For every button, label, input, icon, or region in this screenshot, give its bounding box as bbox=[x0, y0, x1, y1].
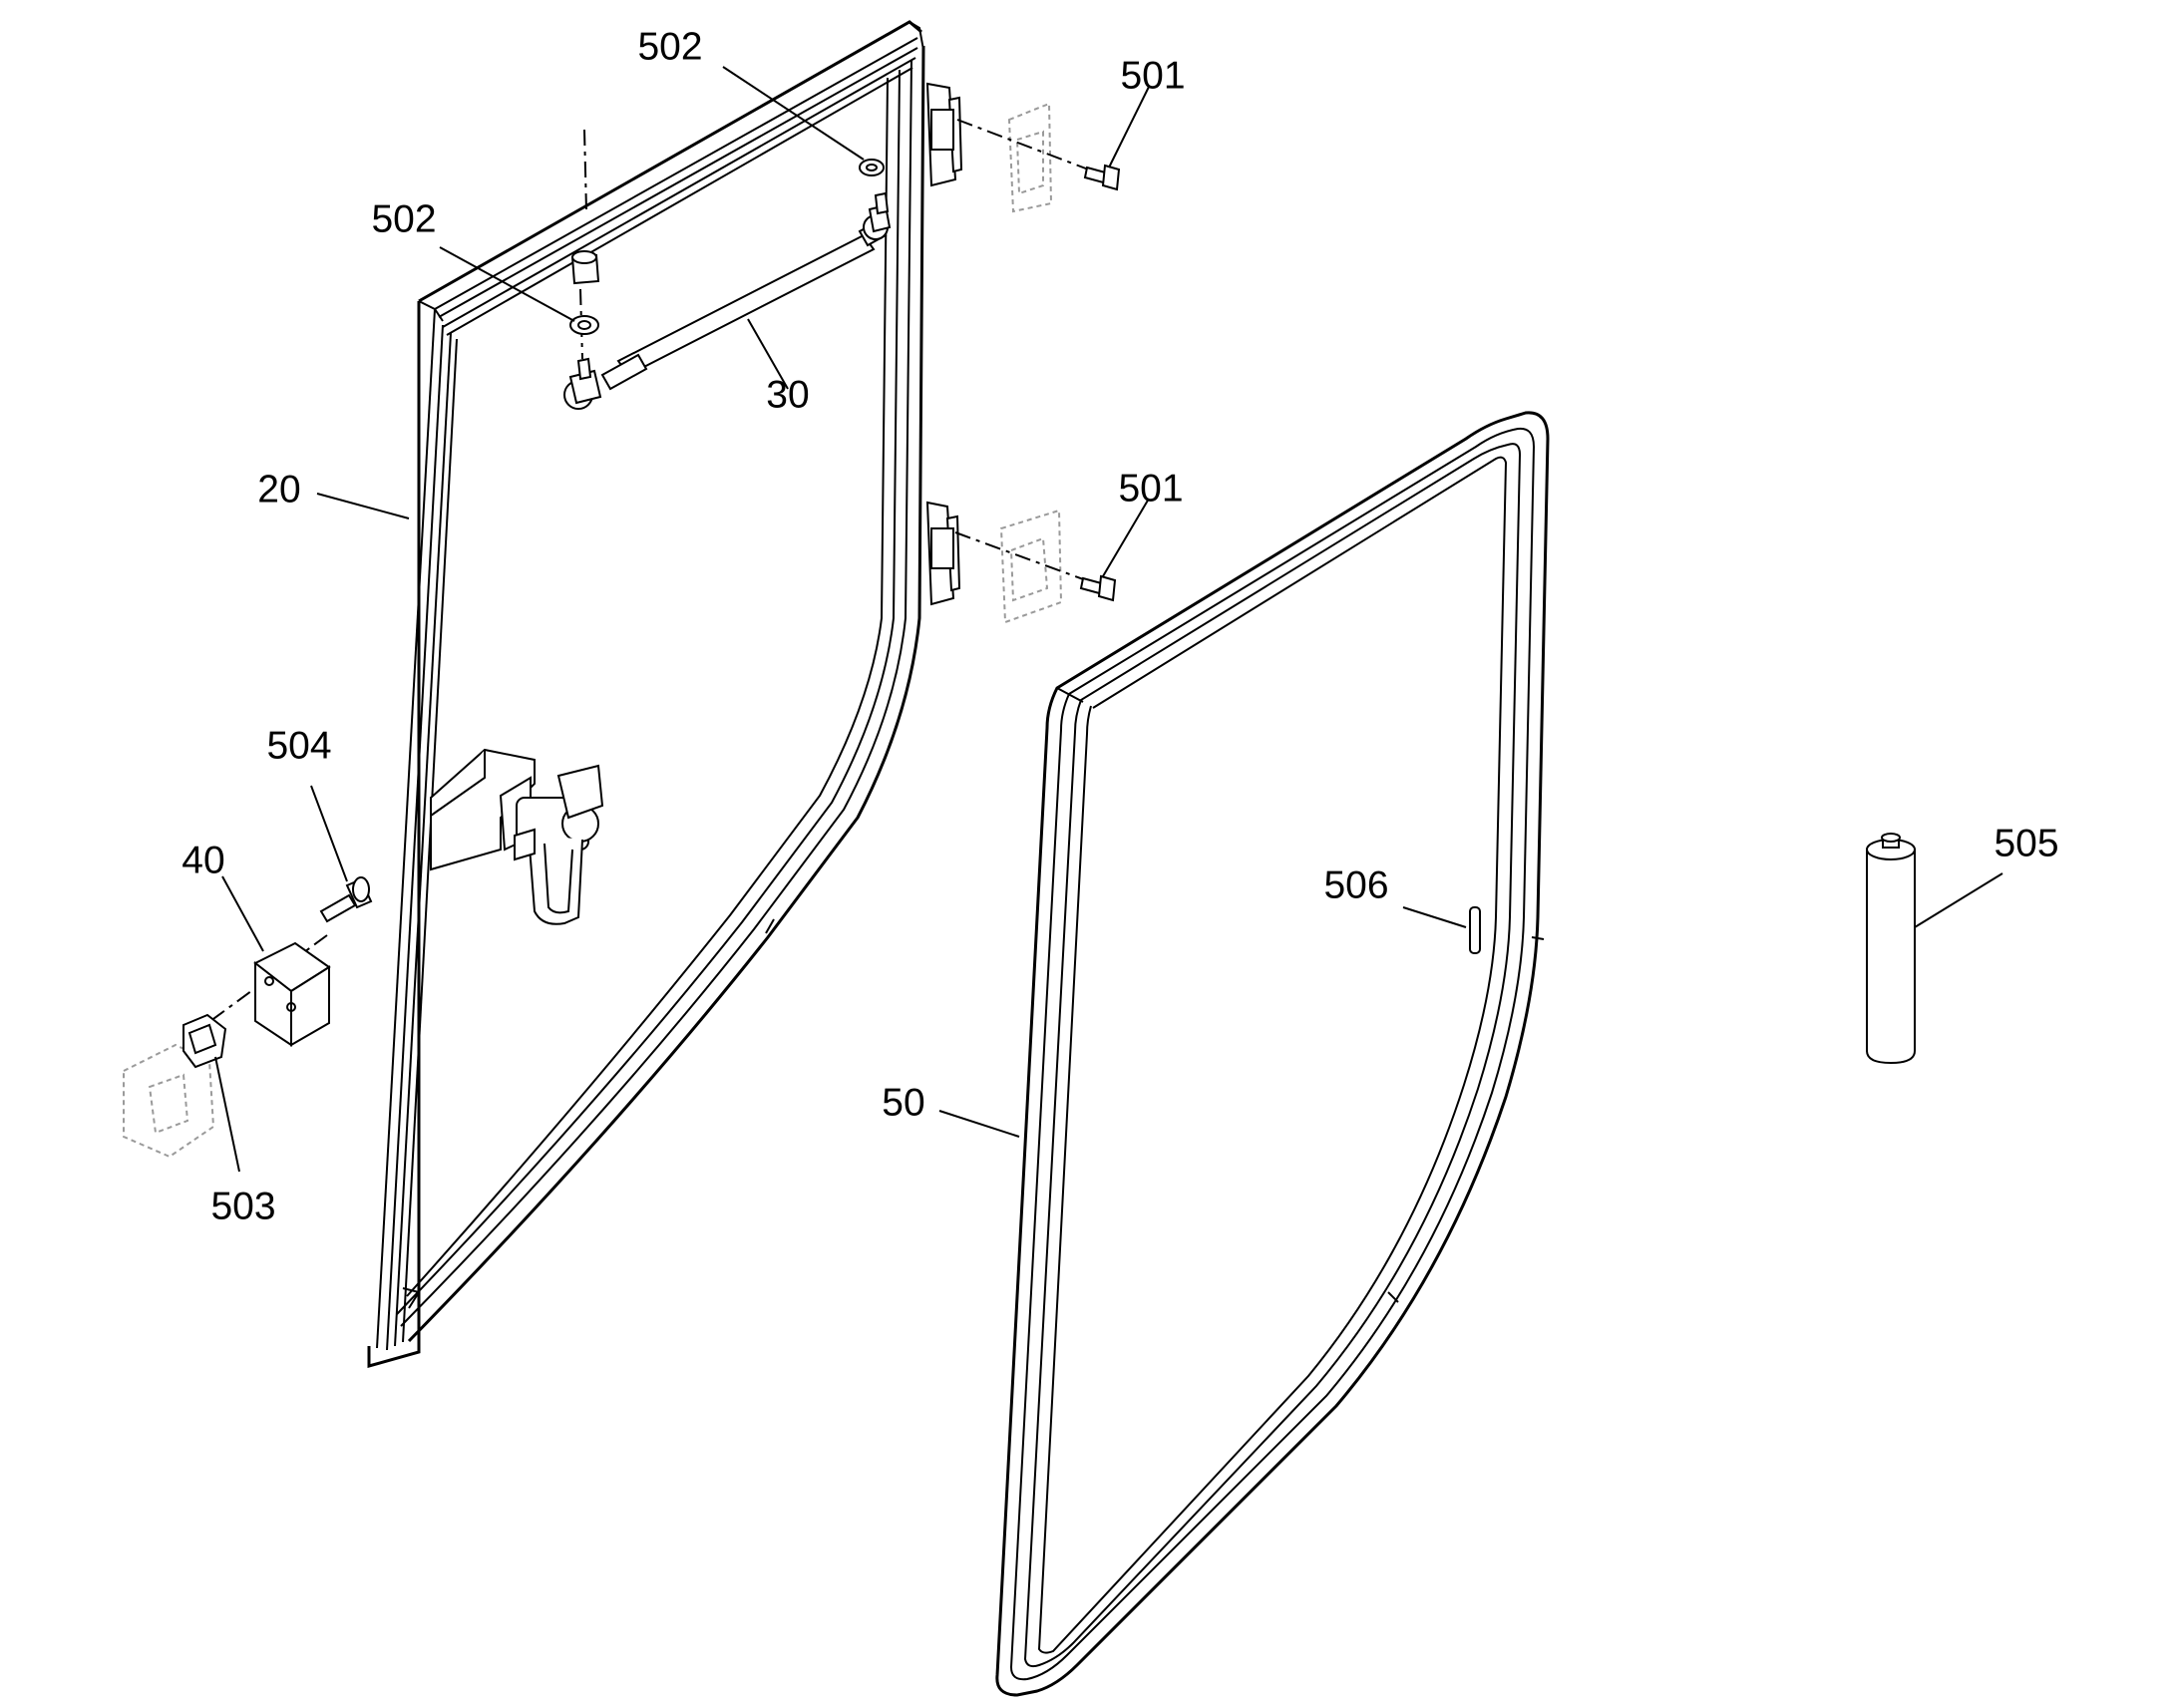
label-part-501-upper: 501 bbox=[1120, 54, 1185, 97]
hinge-upper bbox=[925, 82, 963, 187]
latch-block-part-40 bbox=[253, 941, 331, 1047]
door-frame-part-20 bbox=[367, 20, 925, 1368]
screw-part-504 bbox=[319, 876, 373, 923]
gas-strut-part-30 bbox=[563, 191, 892, 410]
label-part-20: 20 bbox=[257, 468, 300, 511]
bolt-501-lower bbox=[1079, 574, 1117, 602]
washer-502-lower bbox=[569, 315, 599, 335]
ghost-bracket-left bbox=[123, 1043, 215, 1159]
label-part-502-upper: 502 bbox=[637, 25, 702, 68]
label-part-501-lower: 501 bbox=[1118, 467, 1183, 510]
pin-part-506 bbox=[1469, 906, 1481, 954]
hinge-lower bbox=[925, 501, 961, 606]
label-part-30: 30 bbox=[766, 373, 809, 416]
ghost-bracket-upper bbox=[1007, 102, 1053, 213]
cylinder-part-505 bbox=[1866, 833, 1916, 1065]
ghost-bracket-lower bbox=[999, 509, 1063, 624]
latch-mechanism bbox=[430, 748, 604, 925]
leader-lines bbox=[214, 66, 2003, 1173]
label-part-40: 40 bbox=[182, 839, 224, 881]
strut-cap bbox=[570, 250, 600, 285]
window-seal-part-50 bbox=[995, 411, 1550, 1697]
label-part-503: 503 bbox=[210, 1185, 275, 1227]
label-part-506: 506 bbox=[1323, 863, 1388, 906]
label-part-502-lower: 502 bbox=[371, 197, 436, 240]
label-part-50: 50 bbox=[882, 1081, 924, 1124]
clip-part-503 bbox=[182, 1013, 227, 1069]
label-part-504: 504 bbox=[266, 724, 331, 767]
washer-502-upper bbox=[859, 159, 885, 176]
label-part-505: 505 bbox=[1994, 822, 2058, 864]
bolt-501-upper bbox=[1083, 164, 1121, 191]
